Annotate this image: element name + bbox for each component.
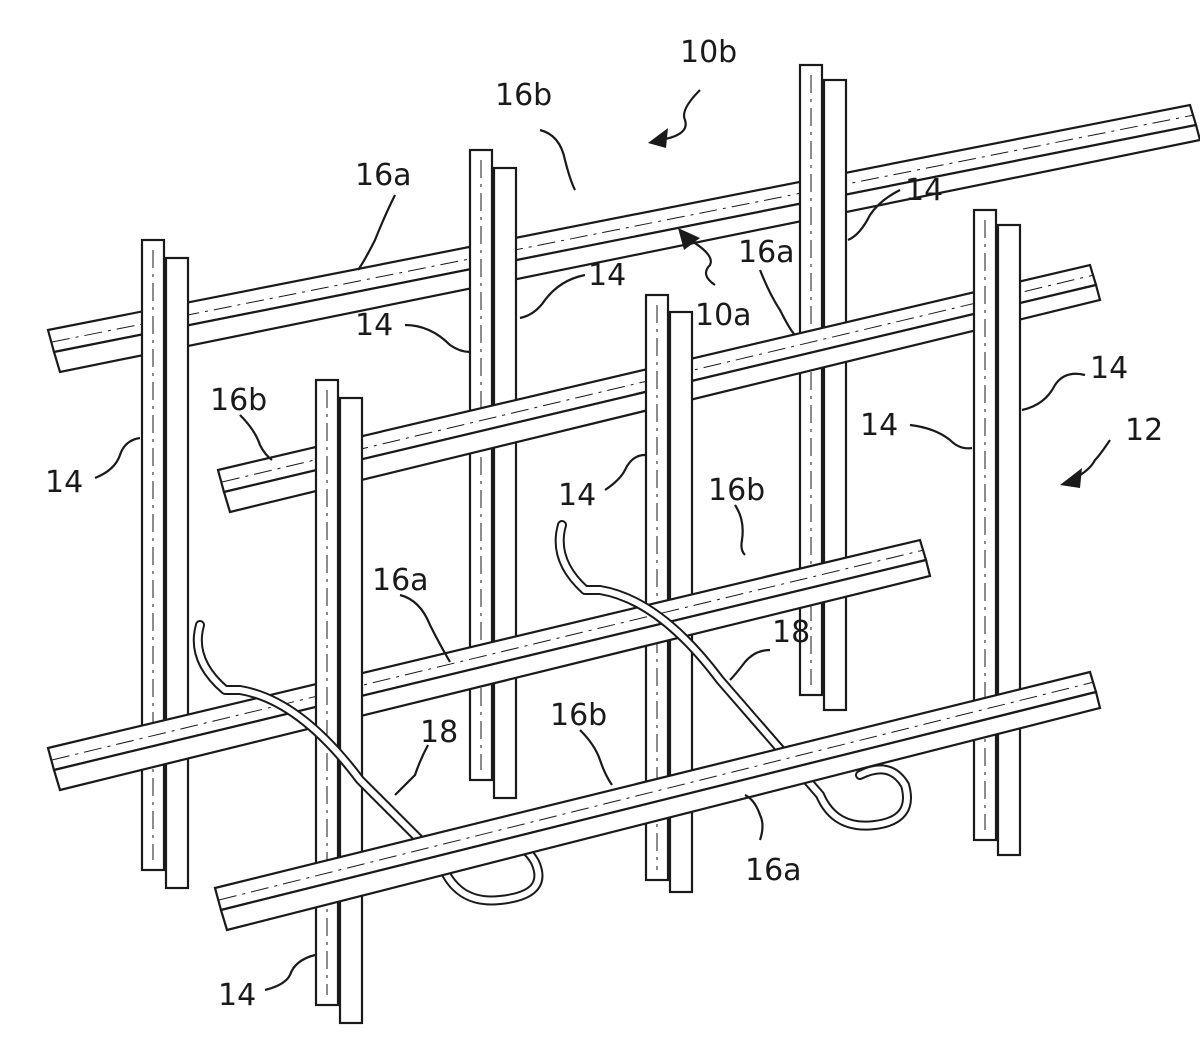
- label-16b-top: 16b: [495, 78, 552, 113]
- label-16a-middle: 16a: [738, 235, 795, 270]
- label-16a-lower: 16a: [745, 853, 802, 888]
- label-14-center-lower: 14: [558, 478, 596, 513]
- leader-lines: [94, 89, 1111, 992]
- label-16b-lower: 16b: [550, 698, 607, 733]
- label-14-bottom-left: 14: [218, 978, 256, 1013]
- label-14-upper-center: 14: [588, 258, 626, 293]
- vertical-bar-pair-5: [644, 293, 694, 894]
- arrow-12: [1060, 468, 1082, 488]
- label-16b-middle-right: 16b: [708, 473, 765, 508]
- reference-labels: 10b 16b 16a 14 16a 14 10a 14 14 16b 14 1…: [45, 35, 1163, 1013]
- label-10b: 10b: [680, 35, 737, 70]
- label-12: 12: [1125, 413, 1163, 448]
- tie-wire-right: [554, 520, 912, 831]
- label-14-pair3: 14: [905, 173, 943, 208]
- arrow-10b: [648, 128, 668, 148]
- horizontal-bar-pair-back-top: [46, 103, 1200, 374]
- label-14-pair4-left: 14: [860, 408, 898, 443]
- vertical-bar-pair-4: [972, 208, 1022, 857]
- label-10a: 10a: [695, 298, 752, 333]
- label-14-pair4-right: 14: [1090, 351, 1128, 386]
- arrow-10a: [678, 228, 700, 250]
- vertical-bar-pair-6: [314, 378, 364, 1025]
- label-18-right: 18: [772, 615, 810, 650]
- vertical-bar-pair-2: [468, 148, 518, 800]
- label-18-left: 18: [420, 715, 458, 750]
- label-14-pair2: 14: [355, 308, 393, 343]
- label-16b-left: 16b: [210, 383, 267, 418]
- label-16a-lower-left: 16a: [372, 563, 429, 598]
- label-14-far-left: 14: [45, 465, 83, 500]
- vertical-bar-pair-3: [798, 63, 848, 712]
- vertical-bar-pair-1: [140, 238, 190, 890]
- label-16a-top: 16a: [355, 158, 412, 193]
- horizontal-bar-pair-lower-back: [46, 538, 932, 792]
- horizontal-bar-pair-front-bottom: [213, 670, 1102, 932]
